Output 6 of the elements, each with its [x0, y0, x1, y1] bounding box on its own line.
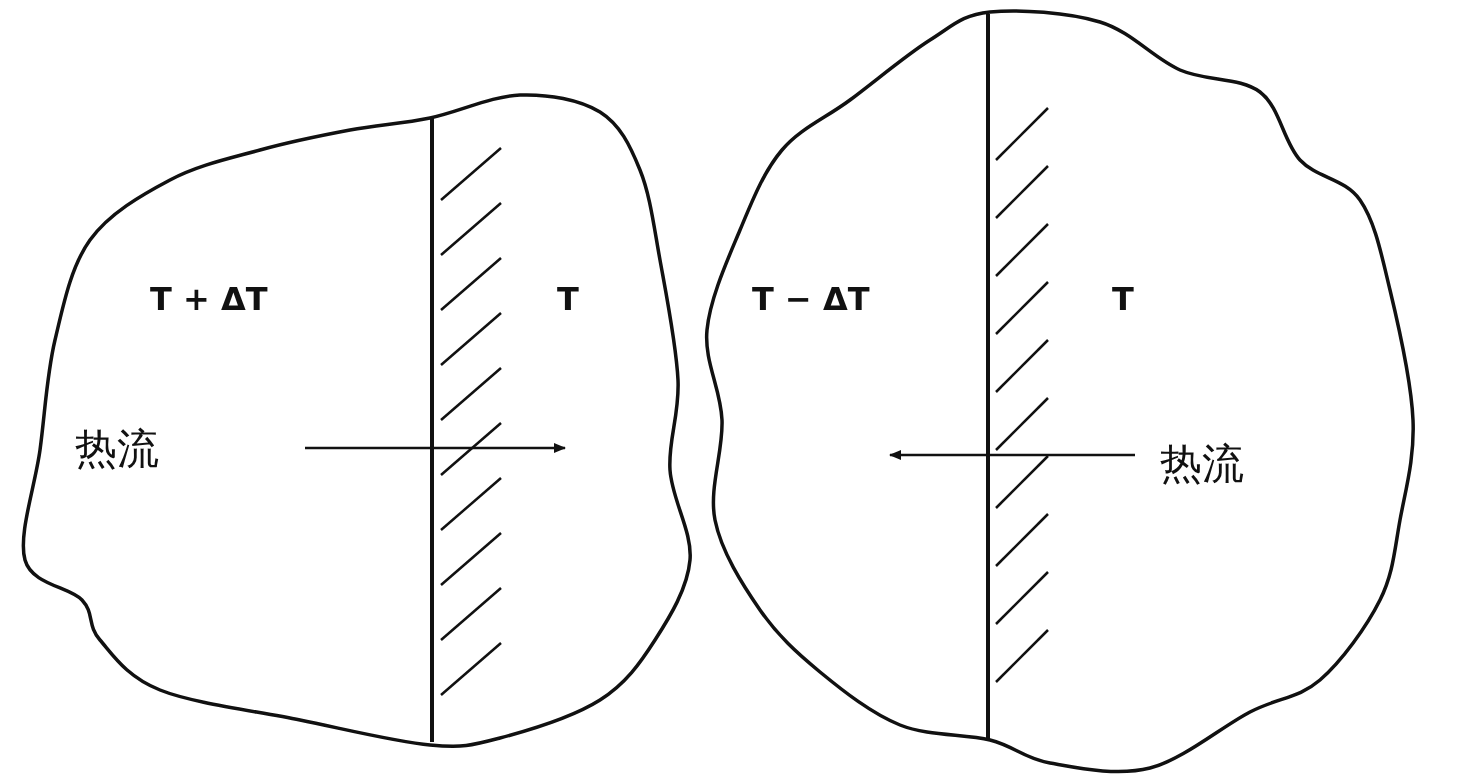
heat-flow-label: 热流	[75, 428, 159, 470]
temperature-label: T − ΔT	[752, 283, 870, 315]
temperature-label: T	[1112, 283, 1134, 315]
heat-flow-label: 热流	[1160, 443, 1244, 485]
temperature-label: T	[557, 283, 579, 315]
temperature-label: T + ΔT	[150, 283, 268, 315]
